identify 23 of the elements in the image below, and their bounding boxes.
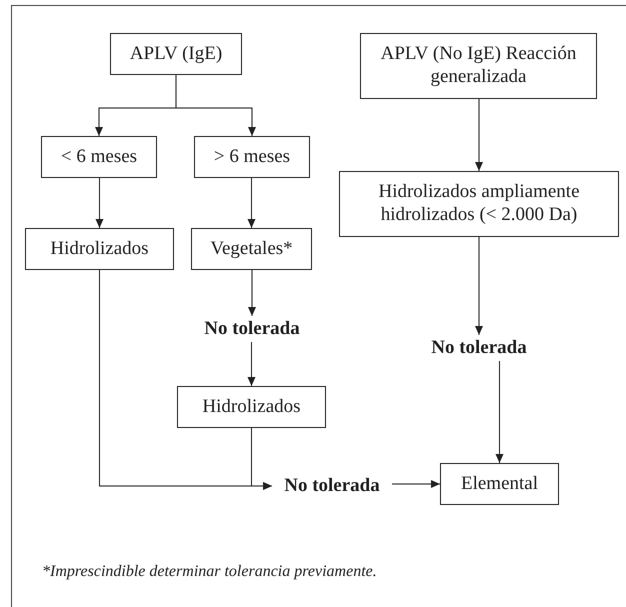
footnote: *Imprescindible determinar tolerancia previamente.: [42, 562, 377, 582]
process-box: Hidrolizados ampliamente hidrolizados (< 2.000 Da): [339, 171, 619, 237]
process-box: APLV (No IgE) Reacción generalizada: [360, 33, 597, 99]
process-box: Vegetales*: [191, 228, 312, 270]
arrow: [475, 98, 483, 172]
arrow: [392, 480, 440, 488]
outcome-label: No tolerada: [419, 335, 539, 361]
arrow: [251, 428, 272, 490]
arrow: [248, 342, 256, 386]
arrow: [496, 360, 504, 464]
arrow: [96, 178, 104, 228]
process-box: Hidrolizados: [25, 228, 174, 270]
process-box: Elemental: [440, 463, 559, 505]
arrow: [248, 178, 256, 228]
process-box: < 6 meses: [41, 136, 157, 178]
arrow: [248, 270, 256, 316]
outcome-label: No tolerada: [272, 473, 392, 499]
process-box: APLV (IgE): [110, 33, 242, 75]
process-box: Hidrolizados: [177, 386, 326, 428]
process-box: > 6 meses: [194, 136, 310, 178]
arrow: [475, 236, 483, 336]
outcome-label: No tolerada: [192, 316, 312, 342]
arrow: [176, 74, 256, 136]
